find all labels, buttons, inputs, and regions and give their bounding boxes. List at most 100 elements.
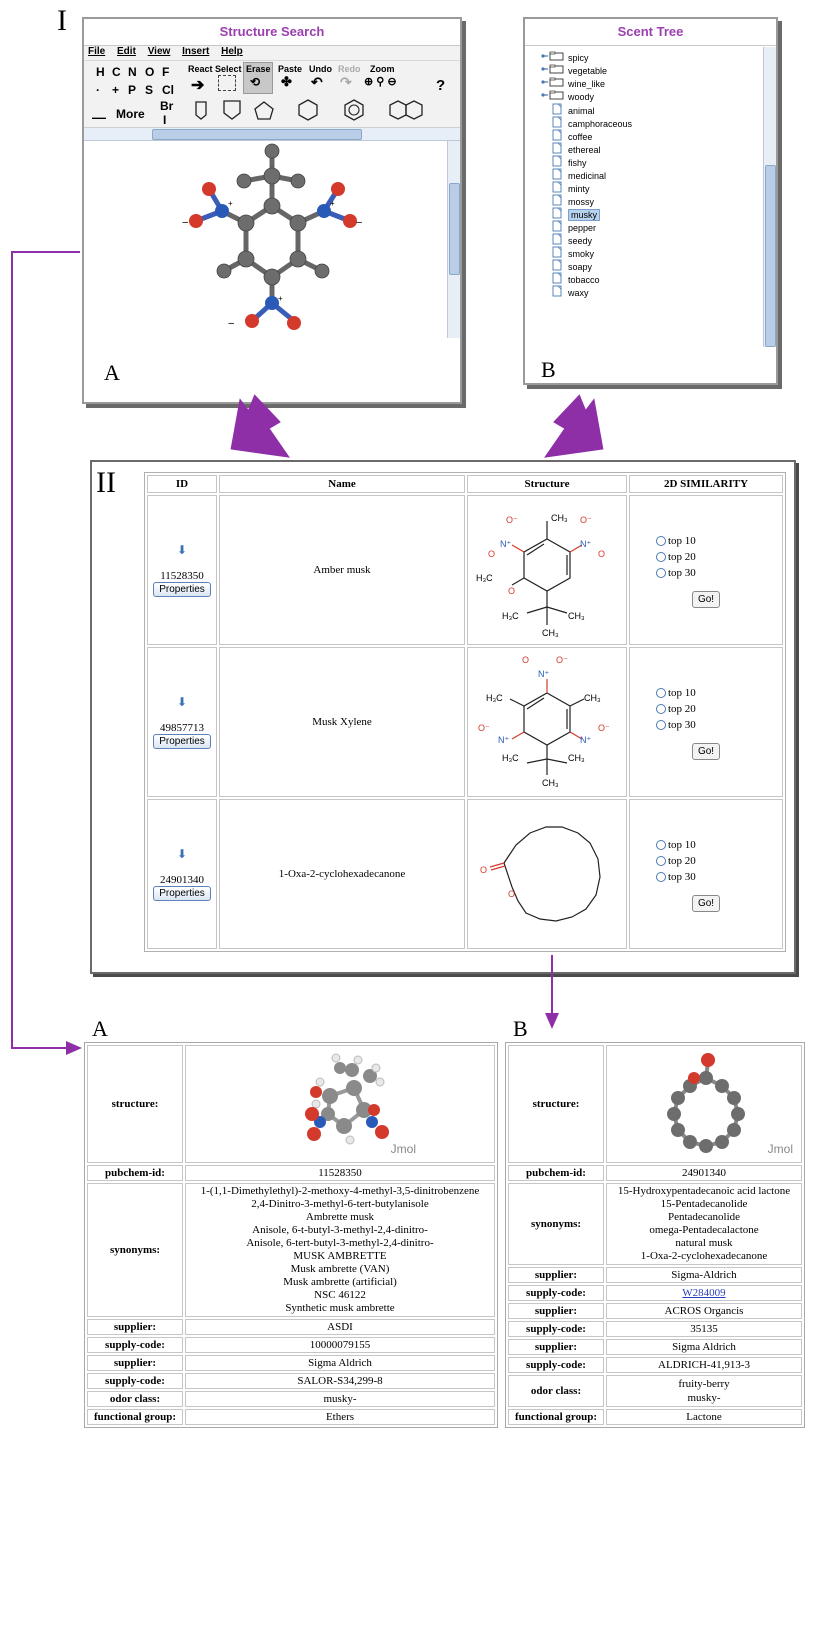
folder-icon[interactable]	[541, 64, 565, 78]
atom-i-button[interactable]: I	[163, 113, 167, 127]
tree-leaf-item[interactable]: smoky	[541, 246, 632, 259]
folder-icon[interactable]	[541, 90, 565, 104]
tree-leaf-item[interactable]: minty	[541, 181, 632, 194]
o-label: O	[508, 889, 515, 899]
export-icon[interactable]: ⬇	[176, 543, 188, 557]
tree-leaf-item[interactable]: mossy	[541, 194, 632, 207]
menu-view[interactable]: View	[147, 46, 171, 57]
properties-button[interactable]: Properties	[153, 734, 211, 749]
radio-icon[interactable]	[656, 567, 666, 578]
atom-h-button[interactable]: H	[96, 65, 105, 79]
top20-option[interactable]: top 20	[656, 853, 782, 869]
more-button[interactable]: More	[116, 107, 145, 121]
document-icon	[541, 181, 565, 197]
top10-option[interactable]: top 10	[656, 685, 782, 701]
supply-code-link[interactable]: W284009	[682, 1287, 726, 1299]
tree-item-label: fishy	[568, 157, 587, 168]
pubchem-value: 11528350	[185, 1165, 495, 1181]
top30-option[interactable]: top 30	[656, 565, 782, 581]
undo-icon[interactable]: ↶	[311, 74, 323, 90]
radio-icon[interactable]	[656, 687, 666, 698]
horizontal-scrollbar[interactable]	[84, 128, 460, 141]
top30-option[interactable]: top 30	[656, 717, 782, 733]
tree-leaf-item[interactable]: ethereal	[541, 142, 632, 155]
go-button[interactable]: Go!	[691, 590, 721, 608]
o-minus-label: O⁻	[506, 515, 518, 525]
tree-leaf-item[interactable]: fishy	[541, 155, 632, 168]
charge-dot-button[interactable]: ·	[96, 83, 100, 97]
atom-br-button[interactable]: Br	[160, 99, 174, 113]
top10-option[interactable]: top 10	[656, 533, 782, 549]
tree-scroll-thumb[interactable]	[765, 165, 776, 347]
tree-leaf-item[interactable]: tobacco	[541, 272, 632, 285]
menu-help[interactable]: Help	[221, 46, 243, 57]
menu-file[interactable]: File	[88, 46, 106, 57]
select-icon[interactable]	[218, 75, 236, 91]
go-button[interactable]: Go!	[691, 894, 721, 912]
tree-leaf-item[interactable]: animal	[541, 103, 632, 116]
export-icon[interactable]: ⬇	[176, 695, 188, 709]
tree-vertical-scrollbar[interactable]	[763, 47, 776, 347]
top30-option[interactable]: top 30	[656, 869, 782, 885]
atom-n-button[interactable]: N	[128, 65, 137, 79]
tree-folder-item[interactable]: woody	[541, 90, 632, 103]
erase-label: Erase	[246, 64, 271, 74]
tree-leaf-item[interactable]: musky	[541, 207, 632, 221]
tree-leaf-item[interactable]: seedy	[541, 233, 632, 246]
radio-icon[interactable]	[656, 871, 666, 882]
radio-icon[interactable]	[656, 551, 666, 562]
export-icon[interactable]: ⬇	[176, 847, 188, 861]
menu-edit[interactable]: Edit	[117, 46, 136, 57]
column-header-structure: Structure	[467, 475, 627, 493]
document-icon	[541, 155, 565, 171]
tree-folder-item[interactable]: vegetable	[541, 64, 632, 77]
synonym-item: Synthetic musk ambrette	[285, 1302, 395, 1314]
help-button[interactable]: ?	[436, 77, 446, 94]
radio-icon[interactable]	[656, 703, 666, 714]
atom-cl-button[interactable]: Cl	[162, 83, 174, 97]
tree-folder-item[interactable]: wine_like	[541, 77, 632, 90]
radio-icon[interactable]	[656, 855, 666, 866]
tree-leaf-item[interactable]: waxy	[541, 285, 632, 298]
erase-button[interactable]	[243, 62, 273, 94]
tree-folder-item[interactable]: spicy	[541, 51, 632, 64]
menu-insert[interactable]: Insert	[182, 46, 210, 57]
atom-f-button[interactable]: F	[162, 65, 170, 79]
tree-leaf-item[interactable]: medicinal	[541, 168, 632, 181]
vertical-scroll-thumb[interactable]	[449, 183, 460, 275]
tree-item-label: spicy	[568, 52, 589, 63]
properties-button[interactable]: Properties	[153, 886, 211, 901]
svg-text:−: −	[182, 217, 188, 229]
zoom-icons[interactable]: ⊕ ⚲ ⊖	[364, 76, 397, 88]
jmol-viewer-a[interactable]: Jmol	[185, 1045, 495, 1163]
horizontal-scroll-thumb[interactable]	[152, 129, 362, 140]
jmol-viewer-b[interactable]: Jmol	[606, 1045, 802, 1163]
top20-option[interactable]: top 20	[656, 701, 782, 717]
paste-icon[interactable]: ✤	[281, 74, 292, 89]
atom-c-button[interactable]: C	[112, 65, 121, 79]
vertical-scrollbar[interactable]	[447, 141, 460, 338]
atom-s-button[interactable]: S	[145, 83, 154, 97]
tree-leaf-item[interactable]: pepper	[541, 220, 632, 233]
radio-icon[interactable]	[656, 839, 666, 850]
folder-icon[interactable]	[541, 51, 565, 65]
go-button[interactable]: Go!	[691, 742, 721, 760]
charge-plus-button[interactable]: +	[112, 83, 120, 97]
tree-leaf-item[interactable]: camphoraceous	[541, 116, 632, 129]
single-bond-icon[interactable]: —	[92, 109, 106, 125]
molecule-canvas[interactable]: − − − + + +	[84, 141, 460, 338]
radio-icon[interactable]	[656, 719, 666, 730]
atom-o-button[interactable]: O	[145, 65, 155, 79]
radio-icon[interactable]	[656, 535, 666, 546]
atom-p-button[interactable]: P	[128, 83, 137, 97]
properties-button[interactable]: Properties	[153, 582, 211, 597]
redo-icon[interactable]: ↷	[340, 74, 352, 90]
top20-option[interactable]: top 20	[656, 549, 782, 565]
react-arrow-icon[interactable]: ➔	[191, 77, 205, 94]
ring-templates[interactable]	[184, 97, 456, 123]
folder-icon[interactable]	[541, 77, 565, 91]
tree-leaf-item[interactable]: coffee	[541, 129, 632, 142]
tree-leaf-item[interactable]: soapy	[541, 259, 632, 272]
top10-option[interactable]: top 10	[656, 837, 782, 853]
svg-text:−: −	[356, 217, 362, 229]
